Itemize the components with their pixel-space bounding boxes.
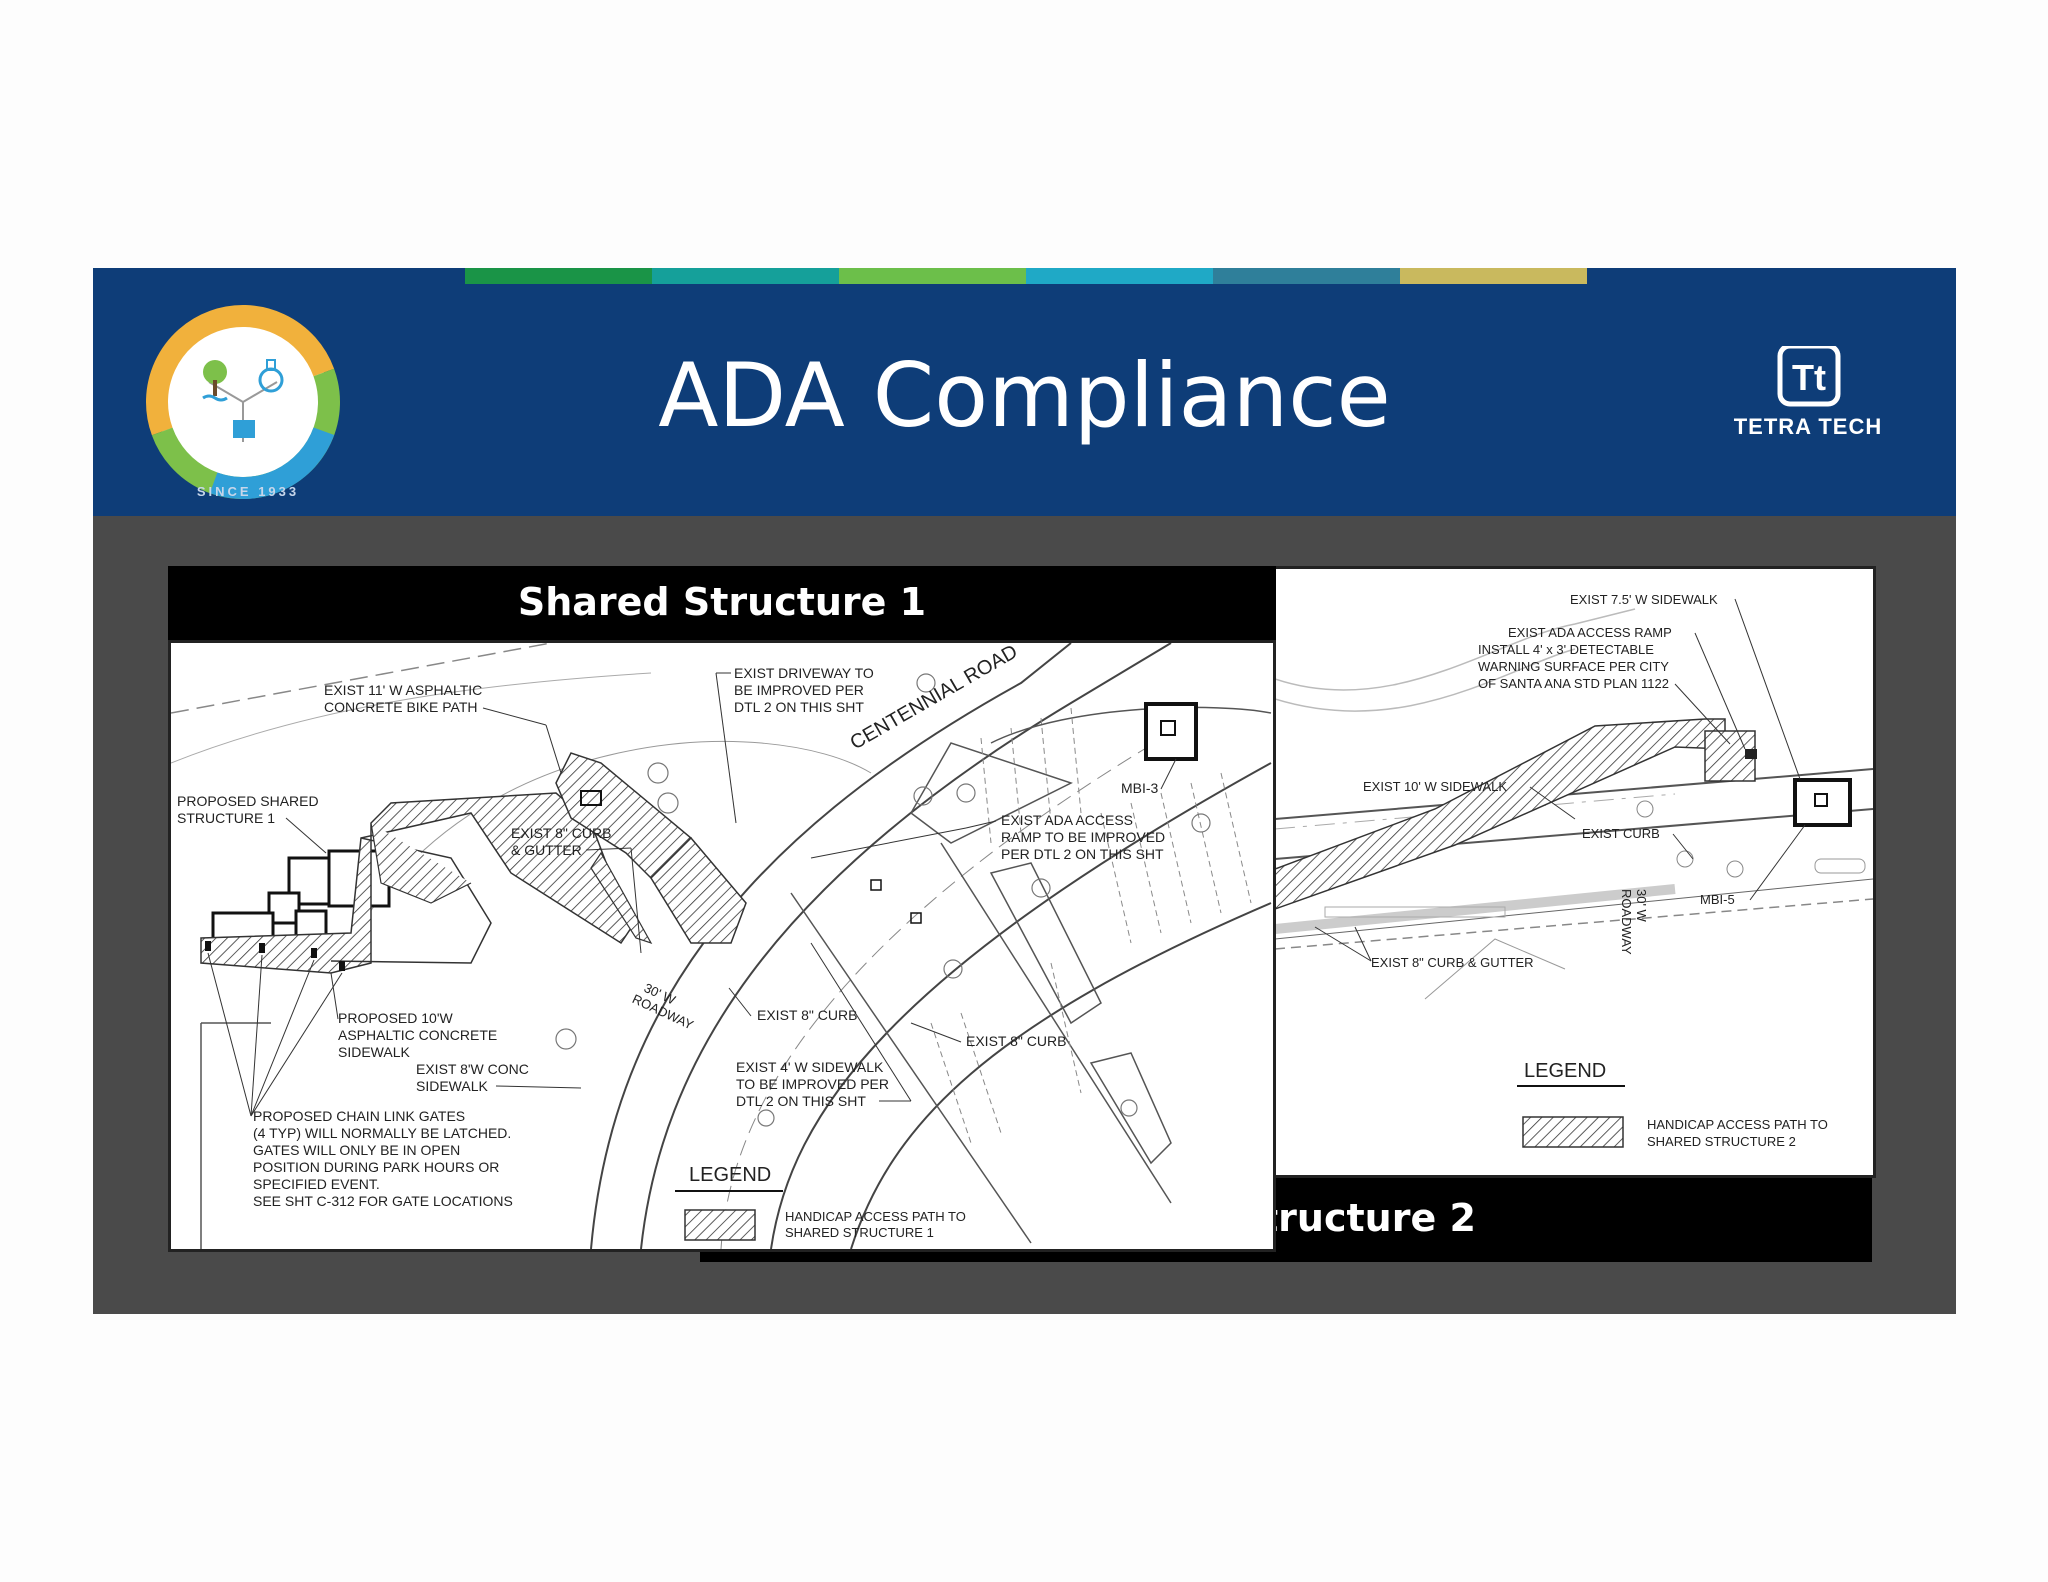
- s2-label-curb-gutter: EXIST 8" CURB & GUTTER: [1371, 955, 1534, 970]
- s2-label-detectable-2: WARNING SURFACE PER CITY: [1478, 659, 1669, 674]
- s2-legend-item-2: SHARED STRUCTURE 2: [1647, 1134, 1796, 1149]
- s2-label-detectable-1: INSTALL 4' x 3' DETECTABLE: [1478, 642, 1654, 657]
- tt-mark: Tt: [1792, 357, 1826, 398]
- s1-legend-item-1: HANDICAP ACCESS PATH TO: [785, 1209, 966, 1224]
- s1-label-curb-a: EXIST 8" CURB: [757, 1007, 857, 1023]
- structure1-heading: Shared Structure 1: [517, 580, 927, 624]
- stripe-2: [652, 268, 839, 284]
- s2-legend-item-1: HANDICAP ACCESS PATH TO: [1647, 1117, 1828, 1132]
- s2-roadway-2: ROADWAY: [1619, 889, 1634, 955]
- s2-label-sidewalk-10: EXIST 10' W SIDEWALK: [1363, 779, 1507, 794]
- s2-label-curb: EXIST CURB: [1582, 826, 1660, 841]
- s1-label-proposed-sidewalk-1: PROPOSED 10'W: [338, 1010, 453, 1026]
- s2-label-mbi: MBI-5: [1700, 892, 1735, 907]
- s2-legend-swatch: [1522, 1116, 1624, 1148]
- structure2-drawing: EXIST 7.5' W SIDEWALK EXIST ADA ACCESS R…: [1272, 566, 1876, 1178]
- structure2-heading: tructure 2: [1260, 1196, 1476, 1240]
- structure1-plan-svg: EXIST 11' W ASPHALTIC CONCRETE BIKE PATH…: [170, 641, 1272, 1250]
- s1-label-gates-1: PROPOSED CHAIN LINK GATES: [253, 1108, 465, 1124]
- s1-label-bike-path-2: CONCRETE BIKE PATH: [324, 699, 478, 715]
- structure1-drawing: EXIST 11' W ASPHALTIC CONCRETE BIKE PATH…: [168, 640, 1276, 1252]
- s1-label-gates-2: (4 TYP) WILL NORMALLY BE LATCHED.: [253, 1125, 511, 1141]
- stripe-4: [1026, 268, 1213, 284]
- stripe-1: [465, 268, 652, 284]
- s1-label-proposed-shared-1: PROPOSED SHARED: [177, 793, 319, 809]
- s1-label-driveway-2: BE IMPROVED PER: [734, 682, 864, 698]
- s2-roadway-1: 30' W: [1634, 889, 1649, 923]
- stripe-5: [1213, 268, 1400, 284]
- tetra-tech-logo-icon: Tt: [1777, 346, 1841, 407]
- s1-label-conc-sidewalk-1: EXIST 8'W CONC: [416, 1061, 529, 1077]
- header-banner: SINCE 1933 ADA Compliance Tt TETRA TECH: [93, 268, 1956, 516]
- s1-label-sidewalk-4-3: DTL 2 ON THIS SHT: [736, 1093, 866, 1109]
- s1-label-curb-b: EXIST 8" CURB: [966, 1033, 1066, 1049]
- structure2-plan-svg: EXIST 7.5' W SIDEWALK EXIST ADA ACCESS R…: [1274, 592, 1874, 1149]
- s1-label-gates-6: SEE SHT C-312 FOR GATE LOCATIONS: [253, 1193, 513, 1209]
- s1-legend-title: LEGEND: [689, 1164, 771, 1186]
- s1-label-bike-path-1: EXIST 11' W ASPHALTIC: [324, 682, 482, 698]
- tetra-tech-name: TETRA TECH: [1733, 414, 1883, 439]
- s1-label-curb-gutter-1: EXIST 8" CURB: [511, 825, 611, 841]
- s2-legend-title: LEGEND: [1524, 1060, 1606, 1082]
- s1-label-sidewalk-4-2: TO BE IMPROVED PER: [736, 1076, 889, 1092]
- s2-label-detectable-3: OF SANTA ANA STD PLAN 1122: [1478, 676, 1669, 691]
- s1-legend-swatch: [684, 1209, 756, 1241]
- seal-since-text: SINCE 1933: [196, 484, 300, 499]
- s1-label-gates-4: POSITION DURING PARK HOURS OR: [253, 1159, 499, 1175]
- s1-label-ada-ramp-2: RAMP TO BE IMPROVED: [1001, 829, 1165, 845]
- stripe-3: [839, 268, 1026, 284]
- s1-label-driveway-1: EXIST DRIVEWAY TO: [734, 665, 874, 681]
- s1-label-proposed-sidewalk-3: SIDEWALK: [338, 1044, 410, 1060]
- orange-county-water-district-seal-icon: [145, 304, 340, 499]
- stripe-6: [1400, 268, 1587, 284]
- structure1-heading-bar: Shared Structure 1: [168, 566, 1276, 640]
- s1-label-ada-ramp-3: PER DTL 2 ON THIS SHT: [1001, 846, 1164, 862]
- s1-label-proposed-shared-2: STRUCTURE 1: [177, 810, 275, 826]
- s1-label-gates-3: GATES WILL ONLY BE IN OPEN: [253, 1142, 460, 1158]
- s1-label-proposed-sidewalk-2: ASPHALTIC CONCRETE: [338, 1027, 497, 1043]
- s1-label-driveway-3: DTL 2 ON THIS SHT: [734, 699, 864, 715]
- s1-label-conc-sidewalk-2: SIDEWALK: [416, 1078, 488, 1094]
- s1-label-gates-5: SPECIFIED EVENT.: [253, 1176, 380, 1192]
- page-title: ADA Compliance: [658, 344, 1391, 447]
- s2-label-ada-ramp: EXIST ADA ACCESS RAMP: [1508, 625, 1672, 640]
- s1-label-ada-ramp-1: EXIST ADA ACCESS: [1001, 812, 1133, 828]
- s2-label-sidewalk-75: EXIST 7.5' W SIDEWALK: [1570, 592, 1718, 607]
- s1-label-curb-gutter-2: & GUTTER: [511, 842, 582, 858]
- s1-legend-item-2: SHARED STRUCTURE 1: [785, 1225, 934, 1240]
- s1-label-mbi: MBI-3: [1121, 780, 1159, 796]
- s1-label-sidewalk-4-1: EXIST 4' W SIDEWALK: [736, 1059, 884, 1075]
